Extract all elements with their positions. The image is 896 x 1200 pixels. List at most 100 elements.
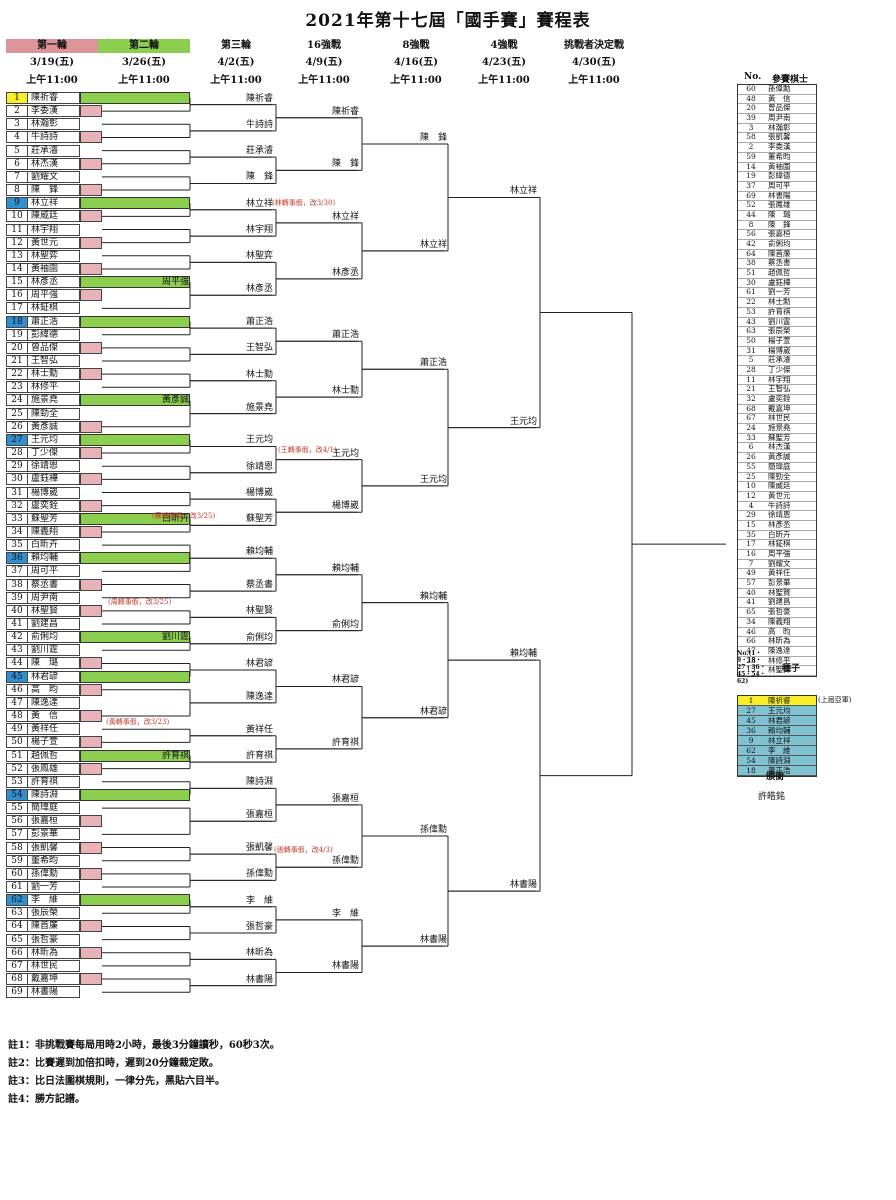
player-number: 17 bbox=[7, 303, 28, 314]
player-number: 32 bbox=[7, 500, 28, 511]
seed-advance-bar bbox=[80, 92, 190, 104]
round1-box bbox=[80, 946, 102, 959]
player-slot: 13 林聖弈 bbox=[6, 249, 80, 262]
participant-row: 26 黃彥誠 bbox=[738, 452, 816, 463]
footnote-1: 註1：非挑戰賽每局用時2小時，最後3分鐘讀秒，60秒3次。 bbox=[8, 1040, 280, 1051]
round4-name: 林書陽 bbox=[510, 880, 538, 891]
round8-name: 陳 鋒 bbox=[420, 133, 448, 144]
participant-row: 41 劉建昌 bbox=[738, 598, 816, 609]
participant-name: 張辰榮 bbox=[768, 326, 791, 336]
round2-winner-name: 劉川霆 bbox=[162, 632, 190, 643]
player-number: 61 bbox=[7, 882, 28, 892]
round1-box bbox=[80, 920, 102, 933]
participant-number: 47 bbox=[746, 645, 756, 655]
round-date: 3/26(五) bbox=[122, 57, 166, 68]
player-name: 張凱馨 bbox=[31, 842, 59, 853]
seed-advance-bar bbox=[80, 197, 190, 210]
postpone-note: (王轉事假，改4/1) bbox=[278, 446, 337, 454]
round2-winner-name: 許育祺 bbox=[162, 750, 190, 761]
list-no-header: No. bbox=[744, 72, 762, 82]
player-name: 林書陽 bbox=[31, 987, 59, 998]
player-slot: 5 莊承濬 bbox=[6, 144, 80, 157]
participant-row: 10 陳威廷 bbox=[738, 481, 816, 492]
participant-number: 42 bbox=[746, 239, 756, 248]
player-slot: 39 周尹南 bbox=[6, 591, 80, 604]
seed-no-header: No.(1・9・18・27・36・45・54・62) bbox=[737, 650, 766, 685]
participant-number: 30 bbox=[746, 277, 756, 287]
player-name: 李 維 bbox=[31, 895, 59, 906]
player-name: 俞俐均 bbox=[31, 632, 59, 643]
round-label: 8強戰 bbox=[402, 40, 430, 51]
participant-name: 周尹南 bbox=[768, 113, 791, 123]
player-name: 林世民 bbox=[31, 960, 59, 971]
participant-name: 張嘉桓 bbox=[768, 229, 791, 239]
round1-box bbox=[80, 368, 102, 381]
player-slot: 26 黃彥誠 bbox=[6, 420, 80, 433]
player-slot: 47 陳逸達 bbox=[6, 696, 80, 709]
player-slot: 34 陳義翔 bbox=[6, 525, 80, 538]
player-name: 盧鈺樺 bbox=[31, 474, 59, 485]
seed-name: 李 維 bbox=[768, 746, 791, 755]
round1-box bbox=[80, 420, 102, 433]
player-name: 黃袖圍 bbox=[31, 263, 59, 274]
round3-name: 林昕為 bbox=[246, 948, 274, 959]
participant-name: 黃袖圍 bbox=[768, 161, 791, 171]
player-number: 46 bbox=[7, 684, 28, 695]
participant-row: 61 劉一芳 bbox=[738, 288, 816, 299]
round2-winner-bar bbox=[80, 394, 190, 407]
seed-name: 陳詩淵 bbox=[768, 756, 791, 765]
player-name: 林鉦棋 bbox=[31, 303, 59, 314]
seed-row: 62 李 維 bbox=[738, 746, 816, 756]
player-number: 29 bbox=[7, 461, 28, 472]
player-slot: 41 劉建昌 bbox=[6, 618, 80, 630]
round3-name: 林聖賢 bbox=[246, 606, 274, 617]
player-number: 49 bbox=[7, 724, 28, 735]
participant-number: 25 bbox=[746, 471, 756, 481]
player-number: 59 bbox=[7, 855, 28, 866]
participant-name: 陳威廷 bbox=[768, 481, 791, 491]
player-number: 8 bbox=[7, 185, 28, 196]
player-name: 張辰榮 bbox=[31, 908, 59, 919]
participant-number: 5 bbox=[748, 355, 754, 365]
player-name: 劉建昌 bbox=[31, 619, 59, 629]
round3-name: 陳逸達 bbox=[246, 691, 274, 702]
player-slot: 63 張辰榮 bbox=[6, 907, 80, 920]
seed-row: 27 王元均 bbox=[738, 706, 816, 716]
participant-name: 林世民 bbox=[768, 413, 791, 423]
participant-row: 16 周平強 bbox=[738, 549, 816, 560]
participant-name: 張鳳雄 bbox=[768, 200, 791, 210]
participant-row: 40 林聖賢 bbox=[738, 588, 816, 599]
participant-number: 53 bbox=[746, 306, 756, 316]
participant-number: 16 bbox=[746, 549, 756, 558]
round16-name: 林彥丞 bbox=[332, 267, 360, 278]
player-slot: 20 曾品傑 bbox=[6, 341, 80, 354]
player-slot: 36 賴均輔 bbox=[6, 552, 80, 565]
seed-number: 27 bbox=[746, 706, 756, 715]
player-name: 周尹南 bbox=[31, 592, 59, 603]
round8-name: 林君諺 bbox=[420, 706, 448, 717]
player-name: 楊子萱 bbox=[31, 737, 59, 748]
player-slot: 2 李委漢 bbox=[6, 105, 80, 118]
player-number: 60 bbox=[7, 868, 28, 879]
participant-row: 30 盧鈺樺 bbox=[738, 277, 816, 289]
participant-number: 49 bbox=[746, 568, 756, 578]
round-label: 挑戰者決定戰 bbox=[564, 40, 624, 51]
participant-number: 15 bbox=[746, 519, 756, 529]
participant-row: 20 曾品傑 bbox=[738, 104, 816, 115]
page-title: 2021年第十七屆「國手賽」賽程表 bbox=[305, 11, 591, 31]
player-number: 56 bbox=[7, 816, 28, 827]
seed-number: 36 bbox=[746, 726, 756, 735]
participant-row: 68 戴嘉坤 bbox=[738, 403, 816, 415]
seed-row: 18 蕭正浩 bbox=[738, 766, 816, 776]
seed-advance-bar bbox=[80, 670, 190, 683]
round3-name: 陳詩淵 bbox=[246, 777, 274, 788]
participant-number: 68 bbox=[746, 403, 756, 413]
participant-name: 蘇聖芳 bbox=[768, 432, 791, 442]
participant-row: 21 王智弘 bbox=[738, 385, 816, 395]
round3-name: 張凱馨 bbox=[246, 843, 274, 854]
seed-name: 蕭正浩 bbox=[768, 766, 791, 775]
round8-name: 賴均輔 bbox=[420, 591, 448, 602]
round-date: 4/16(五) bbox=[394, 57, 438, 68]
participant-number: 2 bbox=[748, 142, 754, 152]
participant-number: 13 bbox=[746, 665, 756, 675]
